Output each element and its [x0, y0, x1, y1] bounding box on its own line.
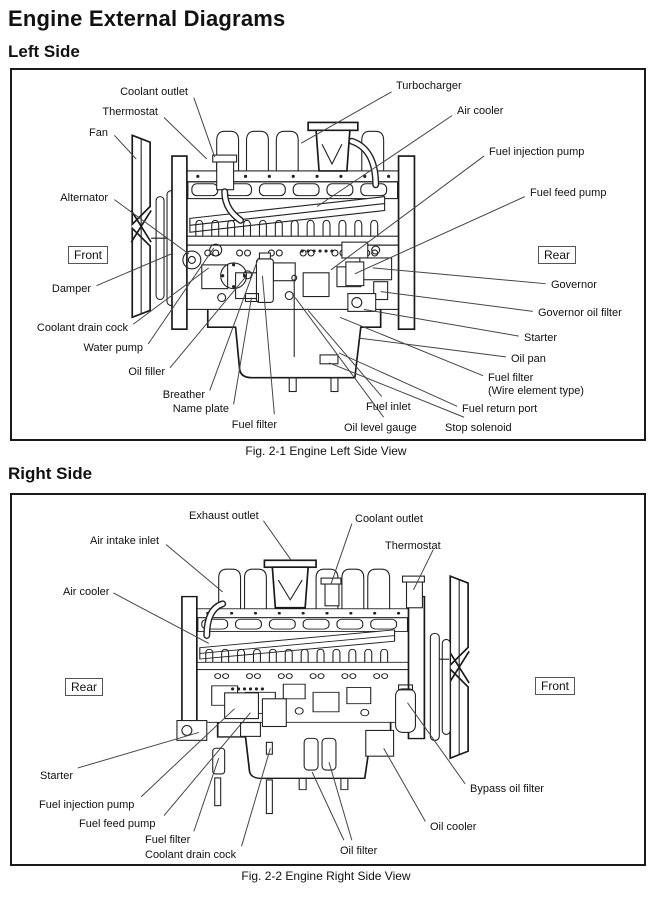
leader-line: [163, 117, 208, 160]
part-label: Fuel return port: [462, 403, 538, 415]
part-label: Fuel feed pump: [530, 187, 607, 199]
leader-line: [114, 199, 190, 255]
part-label: Oil cooler: [430, 821, 477, 833]
part-label: Fuel filter: [145, 834, 191, 846]
part-label: Breather: [162, 389, 205, 401]
leader-line: [330, 155, 485, 271]
part-label: Coolant outlet: [120, 86, 188, 98]
leader-line: [413, 549, 434, 591]
leader-line: [330, 523, 353, 585]
engine-drawing: [176, 559, 470, 815]
part-label: Air cooler: [457, 105, 504, 117]
part-label: Air cooler: [63, 586, 110, 598]
part-label: Coolant drain cock: [145, 849, 237, 861]
part-label: Turbocharger: [396, 80, 462, 92]
leader-lines: [77, 520, 466, 847]
part-label: Stop solenoid: [445, 422, 512, 434]
part-label: Exhaust outlet: [189, 510, 259, 522]
leader-line: [113, 592, 209, 644]
part-label: Oil filter: [340, 845, 378, 857]
leader-line: [233, 297, 252, 405]
leader-line: [193, 97, 216, 158]
part-label: Coolant drain cock: [36, 322, 128, 334]
leader-line: [132, 267, 210, 325]
part-label: Governor oil filter: [538, 307, 622, 319]
part-label: Fan: [89, 127, 108, 139]
part-label: Fuel filter (Wire element type): [488, 372, 584, 398]
orientation-label: Rear: [538, 246, 577, 265]
leader-line: [328, 761, 353, 841]
leader-line: [316, 115, 453, 207]
orientation-label: Front: [535, 677, 576, 696]
leader-line: [300, 91, 392, 144]
leader-line: [380, 291, 533, 312]
engine-drawing: [130, 121, 414, 391]
leader-line: [307, 310, 383, 397]
part-label: Name plate: [172, 403, 229, 415]
part-label: Oil filler: [128, 366, 165, 378]
leader-line: [193, 757, 220, 832]
leader-line: [241, 748, 271, 847]
part-label: Air intake inlet: [90, 535, 160, 547]
page-title: Engine External Diagrams: [8, 6, 286, 31]
part-label: Fuel injection pump: [39, 799, 135, 811]
leader-line: [261, 275, 275, 415]
part-label: Starter: [524, 332, 558, 344]
part-label: Thermostat: [385, 540, 441, 552]
figure-caption: Fig. 2-2 Engine Right Side View: [241, 869, 411, 883]
leader-line: [372, 267, 546, 285]
leader-line: [263, 520, 292, 561]
leader-line: [147, 247, 215, 345]
part-label: Starter: [40, 770, 74, 782]
part-label: Thermostat: [102, 106, 158, 118]
part-label: Water pump: [83, 342, 143, 354]
leader-line: [96, 253, 172, 287]
leader-line: [163, 712, 251, 816]
part-label: Oil pan: [511, 353, 546, 365]
engine-right-side-illustration: [77, 520, 470, 847]
part-label: Oil level gauge: [344, 422, 417, 434]
section-heading-right-side: Right Side: [8, 464, 93, 483]
leader-line: [338, 352, 458, 407]
engine-left-side-illustration: [96, 91, 546, 418]
orientation-label: Rear: [65, 678, 104, 697]
part-label: Alternator: [60, 192, 108, 204]
figure-caption: Fig. 2-1 Engine Left Side View: [245, 444, 407, 458]
leader-line: [169, 275, 247, 369]
part-label: Fuel inlet: [366, 401, 411, 413]
leader-line: [383, 748, 426, 822]
orientation-label: Front: [68, 246, 109, 265]
part-label: Coolant outlet: [355, 513, 423, 525]
leader-line: [363, 308, 519, 337]
part-label: Fuel feed pump: [79, 818, 156, 830]
leader-line: [354, 196, 525, 275]
leader-line: [358, 337, 506, 358]
leader-line: [165, 544, 223, 593]
leader-line: [209, 257, 259, 391]
section-heading-left-side: Left Side: [8, 42, 80, 61]
part-label: Damper: [51, 283, 91, 295]
leader-line: [294, 297, 385, 418]
leader-line: [140, 708, 235, 798]
part-label: Bypass oil filter: [470, 783, 544, 795]
leader-line: [113, 134, 137, 160]
leader-line: [77, 731, 199, 769]
part-label: Fuel filter: [231, 419, 277, 431]
leader-line: [311, 771, 345, 841]
leader-line: [407, 702, 466, 785]
part-label: Governor: [551, 279, 597, 291]
leader-line: [339, 316, 484, 377]
leader-lines: [96, 91, 546, 418]
part-label: Fuel injection pump: [489, 146, 585, 158]
leader-line: [328, 362, 465, 418]
